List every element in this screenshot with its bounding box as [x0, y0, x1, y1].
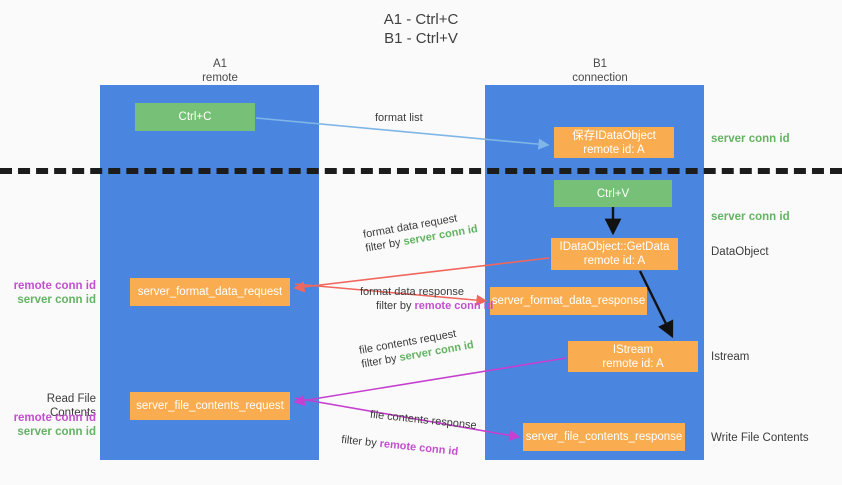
annotation-remote-conn-id: remote conn id [13, 280, 96, 292]
edge-label-format-data-response: format data response filter by remote co… [360, 285, 493, 313]
edge-label-format-data-response-title: format data response [360, 286, 464, 298]
column-a1-role: remote [202, 72, 238, 84]
edge-label-file-contents-request: file contents request filter by server c… [358, 324, 475, 371]
column-header-a1: A1 remote [120, 57, 320, 85]
node-server-file-contents-request[interactable]: server_file_contents_request [130, 392, 290, 420]
annotation-dataobject: DataObject [711, 246, 769, 258]
annotation-server-conn-id-top: server conn id [711, 133, 790, 145]
annotation-write-file-contents: Write File Contents [711, 432, 809, 444]
remote-conn-id-text: remote conn id [379, 437, 459, 459]
edge-label-file-contents-response-filter: filter by remote conn id [341, 433, 475, 461]
diagram-title: A1 - Ctrl+C B1 - Ctrl+V [0, 10, 842, 48]
remote-conn-id-text: remote conn id [414, 300, 494, 312]
column-a1-name: A1 [212, 58, 228, 70]
node-save-idataobject[interactable]: 保存IDataObject remote id: A [554, 127, 674, 158]
title-line-2: B1 - Ctrl+V [384, 30, 458, 47]
edge-label-format-data-request: format data request filter by server con… [362, 208, 479, 255]
column-header-b1: B1 connection [500, 57, 700, 85]
filter-by-text: filter by [376, 300, 412, 312]
annotation-server-conn-id: server conn id [17, 426, 96, 438]
annotation-istream: Istream [711, 351, 750, 363]
annotation-conn-ids-middle: remote conn id server conn id [0, 279, 96, 307]
node-idataobject-getdata[interactable]: IDataObject::GetData remote id: A [551, 238, 678, 270]
node-server-file-contents-response[interactable]: server_file_contents_response [523, 423, 685, 451]
node-server-format-data-response[interactable]: server_format_data_response [490, 287, 647, 315]
node-ctrl-v[interactable]: Ctrl+V [554, 180, 672, 207]
annotation-server-conn-id-mid: server conn id [711, 211, 790, 223]
annotation-remote-conn-id: remote conn id [13, 412, 96, 424]
edge-label-format-data-response-filter: filter by remote conn id [376, 299, 493, 313]
edge-label-format-list: format list [375, 112, 423, 124]
edge-label-file-contents-response-title: file contents response [369, 408, 478, 432]
annotation-server-conn-id: server conn id [17, 294, 96, 306]
phase-separator-dashed-line [0, 168, 842, 174]
column-b1-role: connection [572, 72, 628, 84]
annotation-conn-ids-bottom: remote conn id server conn id [0, 411, 96, 439]
edge-label-file-contents-response: file contents response filter by remote … [341, 405, 478, 461]
title-line-1: A1 - Ctrl+C [383, 11, 459, 28]
node-ctrl-c[interactable]: Ctrl+C [135, 103, 255, 131]
node-server-format-data-request[interactable]: server_format_data_request [130, 278, 290, 306]
node-istream[interactable]: IStream remote id: A [568, 341, 698, 372]
filter-by-text: filter by [340, 433, 378, 450]
annotation-read-file-contents: Read File Contents [46, 393, 96, 419]
column-b1-name: B1 [592, 58, 608, 70]
